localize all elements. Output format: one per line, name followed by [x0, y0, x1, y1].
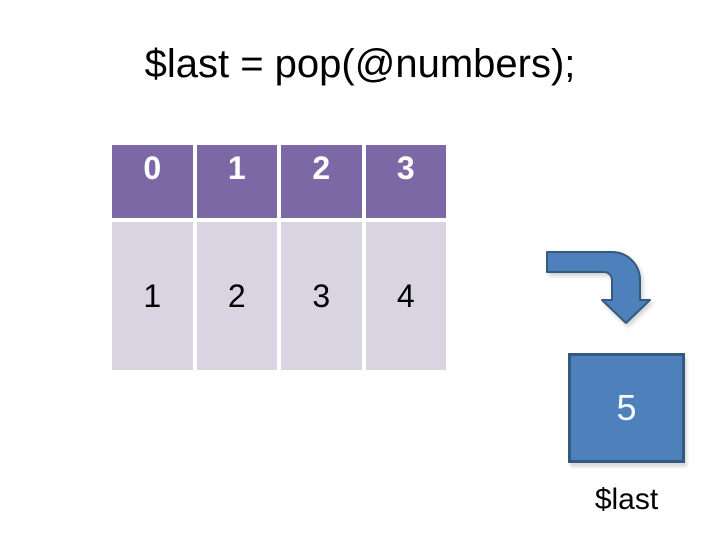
slide-title: $last = pop(@numbers); — [144, 42, 576, 86]
popped-value-box: 5 — [568, 353, 685, 463]
popped-value: 5 — [616, 387, 637, 428]
array-value-cell: 1 — [112, 222, 193, 370]
array-table: 0 1 2 3 1 2 3 4 — [112, 145, 446, 370]
bent-arrow-down-icon — [546, 251, 651, 324]
array-index-cell: 0 — [112, 145, 193, 218]
popped-variable-label: $last — [594, 483, 659, 516]
array-value-cell: 2 — [196, 222, 277, 370]
array-value-cell: 3 — [281, 222, 362, 370]
array-value-cell: 4 — [365, 222, 446, 370]
array-index-cell: 3 — [365, 145, 446, 218]
array-index-cell: 2 — [281, 145, 362, 218]
array-index-cell: 1 — [196, 145, 277, 218]
